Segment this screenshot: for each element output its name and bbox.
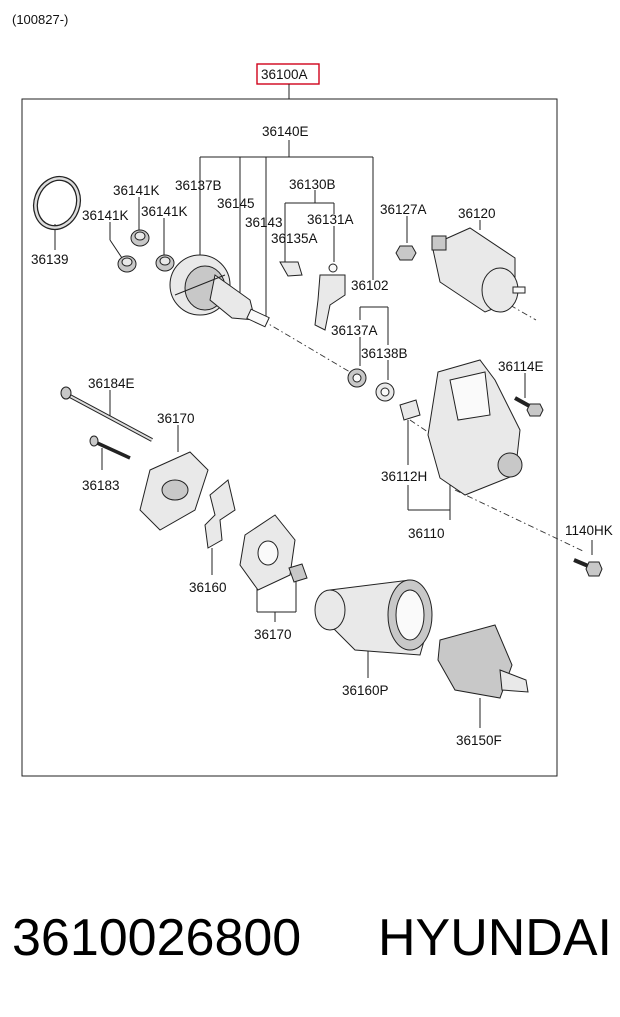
yoke (314, 579, 433, 656)
brush-holder (239, 514, 308, 591)
label-36160P[interactable]: 36160P (342, 683, 389, 698)
diagram-frame (21, 98, 558, 777)
date-code-label: (100827-) (12, 12, 68, 27)
part-number: 3610026800 (12, 909, 302, 967)
gear-housing (169, 254, 270, 328)
label-36137B[interactable]: 36137B (175, 178, 222, 193)
pinion-gears (117, 229, 175, 273)
label-36114E[interactable]: 36114E (498, 359, 544, 374)
assembly-part-label[interactable]: 36100A (261, 67, 308, 82)
lever-parts (279, 261, 346, 331)
label-36141K-c[interactable]: 36141K (141, 204, 188, 219)
label-36138B[interactable]: 36138B (361, 346, 408, 361)
starter-motor-exploded-diagram: (100827-) 36100A (12, 12, 613, 777)
label-36127A[interactable]: 36127A (380, 202, 427, 217)
bolts (514, 396, 603, 577)
label-36135A[interactable]: 36135A (271, 231, 318, 246)
solenoid (431, 227, 526, 313)
label-36139[interactable]: 36139 (31, 252, 69, 267)
armature (437, 624, 529, 699)
label-36131A[interactable]: 36131A (307, 212, 354, 227)
label-36183[interactable]: 36183 (82, 478, 120, 493)
leader-lines (54, 140, 593, 728)
label-36130B[interactable]: 36130B (289, 177, 336, 192)
front-housing (427, 359, 523, 496)
brush-clip (204, 479, 236, 549)
label-36137A[interactable]: 36137A (331, 323, 378, 338)
part-labels: 36140E 36137B 36130B 36141K 36141K 36141… (31, 124, 613, 748)
label-36140E[interactable]: 36140E (262, 124, 309, 139)
label-36184E[interactable]: 36184E (88, 376, 135, 391)
label-36170-a[interactable]: 36170 (157, 411, 195, 426)
label-36145[interactable]: 36145 (217, 196, 255, 211)
label-36143[interactable]: 36143 (245, 215, 283, 230)
footer: 3610026800 HYUNDAI (12, 903, 612, 973)
label-36112H[interactable]: 36112H (381, 469, 427, 484)
brand-name: HYUNDAI (377, 909, 612, 967)
end-plate (139, 451, 209, 531)
nut-part (395, 245, 417, 261)
screw (89, 435, 131, 460)
label-36110[interactable]: 36110 (408, 526, 445, 541)
label-36120[interactable]: 36120 (458, 206, 496, 221)
label-36160[interactable]: 36160 (189, 580, 227, 595)
assembly-highlight-box (256, 63, 320, 85)
long-bolt (60, 386, 153, 442)
label-36141K-a[interactable]: 36141K (113, 183, 160, 198)
label-36141K-b[interactable]: 36141K (82, 208, 129, 223)
label-36102[interactable]: 36102 (351, 278, 389, 293)
bushings (347, 368, 421, 421)
label-36150F[interactable]: 36150F (456, 733, 502, 748)
label-36170-b[interactable]: 36170 (254, 627, 292, 642)
ring-part (32, 175, 82, 231)
label-1140HK[interactable]: 1140HK (565, 523, 613, 538)
